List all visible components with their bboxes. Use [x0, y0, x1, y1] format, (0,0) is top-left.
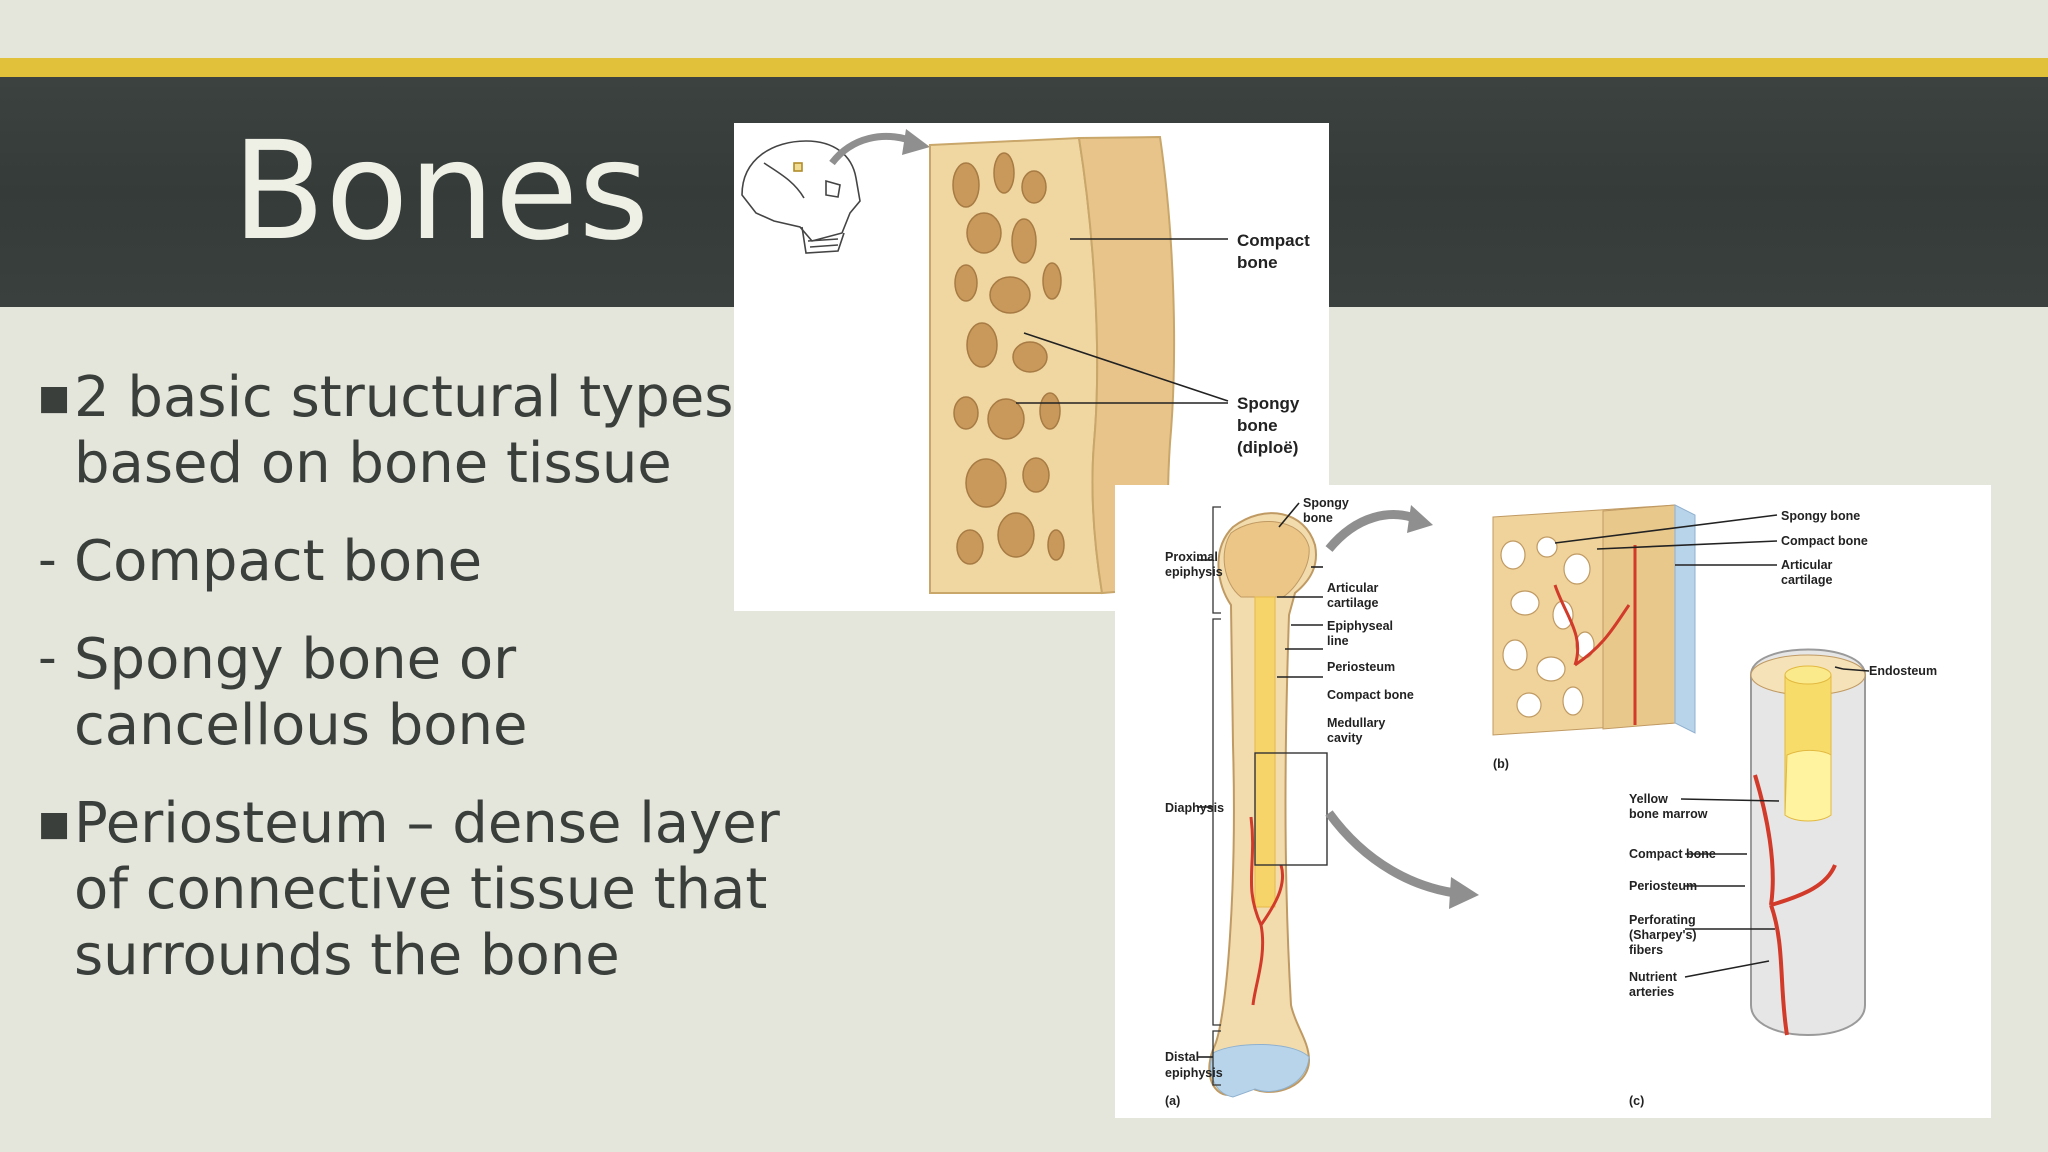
bullet-line: Periosteum – dense layer: [74, 791, 780, 856]
label-compact-bone: Compact bone: [1327, 688, 1414, 702]
spongy-block: [1492, 504, 1696, 736]
label-compact: Compact: [1237, 231, 1310, 250]
skull-bone-figure: Compact bone Spongy bone (diploë): [734, 123, 1329, 611]
bullet-line: of connective tissue that: [74, 857, 768, 922]
label-endosteum: Endosteum: [1869, 664, 1937, 678]
label-yellow-marrow: Yellow: [1629, 792, 1668, 806]
arrow-icon: [1325, 510, 1419, 552]
arrowhead-icon: [1449, 877, 1479, 909]
label-yellow-marrow: bone marrow: [1629, 807, 1708, 821]
label-compact-bone-b: Compact bone: [1781, 534, 1868, 548]
label-spongy-bone: Spongy: [1303, 496, 1349, 510]
label-diaphysis: Diaphysis: [1165, 801, 1224, 815]
femur-drawing: [1208, 506, 1328, 1098]
label-nutrient-arteries: Nutrient: [1629, 970, 1678, 984]
diaphysis-cutaway: [1750, 648, 1866, 1036]
arrowhead-icon: [902, 129, 930, 155]
dash-bullet: -: [38, 530, 57, 590]
label-spongy-bone: bone: [1303, 511, 1333, 525]
label-medullary-cavity: Medullary: [1327, 716, 1385, 730]
skull-icon: [741, 140, 861, 254]
label-compact-bone-c: Compact bone: [1629, 847, 1716, 861]
label-distal-epiphysis: epiphysis: [1165, 1066, 1223, 1080]
bullet-item: - Spongy bone or cancellous bone: [38, 627, 798, 759]
label-spongy: bone: [1237, 416, 1278, 435]
label-distal-epiphysis: Distal: [1165, 1050, 1199, 1064]
bullet-line: Spongy bone or: [74, 627, 517, 692]
label-perforating-fibers: Perforating: [1629, 913, 1696, 927]
bullet-line: surrounds the bone: [74, 923, 620, 988]
arrow-icon: [1325, 810, 1456, 898]
bullet-item: ■ Periosteum – dense layer of connective…: [38, 791, 798, 989]
long-bone-figure: Spongy bone Proximal epiphysis Articular…: [1115, 485, 1991, 1118]
label-panel-b: (b): [1493, 757, 1509, 771]
bullet-item: ■ 2 basic structural types based on bone…: [38, 365, 798, 497]
square-bullet-icon: ■: [38, 804, 71, 844]
bullet-line: based on bone tissue: [74, 431, 672, 496]
square-bullet-icon: ■: [38, 378, 71, 418]
bullet-line: Compact bone: [74, 529, 483, 594]
label-articular-cartilage: cartilage: [1327, 596, 1378, 610]
label-periosteum: Periosteum: [1327, 660, 1395, 674]
label-articular-cartilage: Articular: [1327, 581, 1379, 595]
label-periosteum-c: Periosteum: [1629, 879, 1697, 893]
label-compact: bone: [1237, 253, 1278, 272]
bone-block: [929, 135, 1180, 595]
arrow-icon: [829, 132, 914, 166]
label-articular-cartilage-b: cartilage: [1781, 573, 1832, 587]
label-articular-cartilage-b: Articular: [1781, 558, 1833, 572]
label-perforating-fibers: fibers: [1629, 943, 1663, 957]
label-epiphyseal-line: line: [1327, 634, 1349, 648]
arrowhead-icon: [1407, 505, 1433, 533]
skull-bone-illustration: Compact bone Spongy bone (diploë): [741, 129, 1310, 595]
long-bone-illustration: Spongy bone Proximal epiphysis Articular…: [1165, 496, 1937, 1108]
label-spongy: (diploë): [1237, 438, 1298, 457]
bullet-line: 2 basic structural types: [74, 365, 734, 430]
bullet-line: cancellous bone: [74, 693, 528, 758]
label-medullary-cavity: cavity: [1327, 731, 1362, 745]
label-perforating-fibers: (Sharpey's): [1629, 928, 1697, 942]
label-nutrient-arteries: arteries: [1629, 985, 1674, 999]
bullet-list: ■ 2 basic structural types based on bone…: [38, 365, 798, 1021]
slide-title: Bones: [232, 113, 650, 271]
label-epiphyseal-line: Epiphyseal: [1327, 619, 1393, 633]
label-spongy-bone-b: Spongy bone: [1781, 509, 1860, 523]
accent-rule: [0, 58, 2048, 77]
label-spongy: Spongy: [1237, 394, 1300, 413]
label-proximal-epiphysis: Proximal: [1165, 550, 1218, 564]
dash-bullet: -: [38, 628, 57, 688]
label-proximal-epiphysis: epiphysis: [1165, 565, 1223, 579]
label-panel-c: (c): [1629, 1094, 1644, 1108]
label-panel-a: (a): [1165, 1094, 1180, 1108]
bullet-item: - Compact bone: [38, 529, 798, 595]
